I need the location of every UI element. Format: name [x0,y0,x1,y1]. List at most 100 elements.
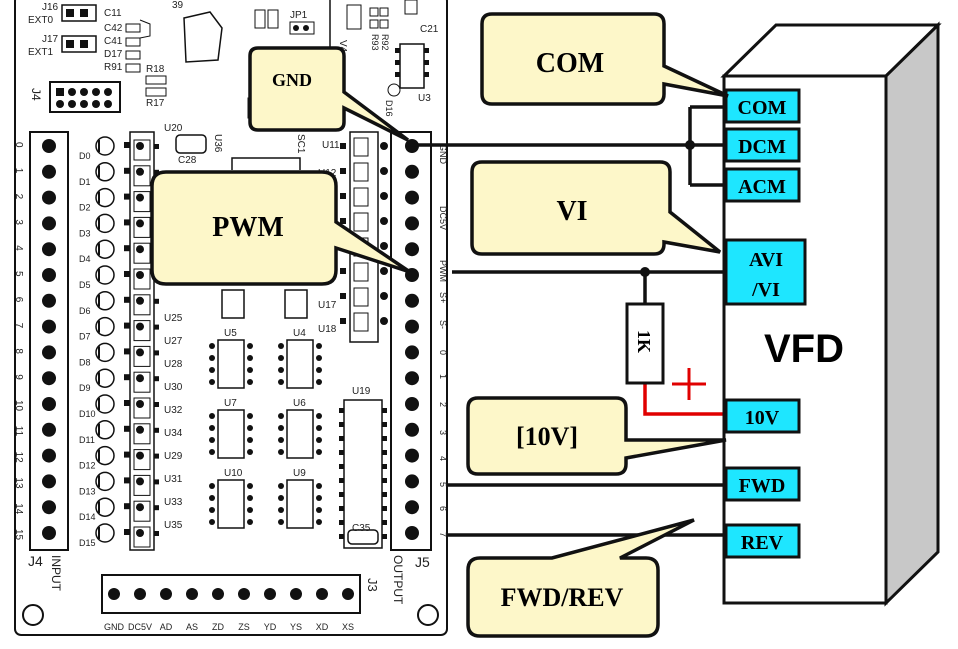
chip-body [133,320,151,342]
output-pin [405,190,419,205]
terminal-com: COM [724,88,801,124]
label-r17: R17 [146,98,165,109]
resistor-1k [625,302,665,385]
svg-text:REV: REV [741,532,784,554]
label-c42: C42 [104,23,123,34]
chip-body [133,449,151,471]
vfd-label: VFD [764,327,844,371]
j3-pin-label: ZD [212,622,224,632]
led [95,213,115,234]
j3-pin-label: XS [342,622,354,632]
chip-body [217,339,245,389]
led-label: D0 [79,151,91,161]
chip-label: U32 [164,405,183,416]
led [95,497,115,517]
led-label: D13 [79,486,96,496]
led [95,162,115,182]
led [95,316,115,337]
mount-hole [417,604,439,626]
input-pin [42,190,56,205]
terminal-avi: AVI /VI [724,238,807,306]
output-pin [405,448,419,463]
label-d16: D16 [384,100,394,117]
chip-label: U27 [164,336,183,347]
output-pin [405,319,419,334]
output-pin [405,242,419,257]
svg-text:ACM: ACM [738,176,786,198]
label-ext0: EXT0 [28,15,53,26]
svg-text:10V: 10V [745,407,780,429]
input-pin [42,526,56,540]
led-label: D6 [79,306,91,316]
chip-body [133,268,151,290]
output-pin [405,500,419,515]
led [95,291,115,311]
led [95,420,115,440]
chip-label: U31 [164,474,183,485]
led [95,471,115,492]
label-r91: R91 [104,62,123,73]
led-label: D11 [79,435,95,445]
label-j17: J17 [42,34,59,45]
chip-body [133,216,151,238]
led-label: D7 [79,332,91,342]
chip-body [133,526,151,548]
chip-body [133,500,151,522]
label-j4-top: J4 [29,88,43,101]
label-jp1: JP1 [290,10,308,21]
input-pin [42,319,56,334]
input-pin [42,164,56,179]
output-pin [405,216,419,231]
vfd-terminals: COM DCM ACM AVI /VI 10V FWD REV [724,88,807,559]
chip-label: U29 [164,451,183,462]
label-u19: U19 [352,386,371,397]
label-ext1: EXT1 [28,47,53,58]
input-pin-label: 9 [13,374,24,380]
chip-label: U20 [164,123,183,134]
label-j4: J4 [28,553,43,569]
led-label: D4 [79,254,91,264]
chip-body [133,345,151,367]
wire-resistor-10v [643,383,726,416]
j3-pin [212,588,224,600]
vfd-front [722,74,888,605]
led-label: D12 [79,461,96,471]
chip-body [286,339,314,389]
svg-text:DCM: DCM [738,136,786,158]
svg-text:PWM: PWM [212,212,284,243]
output-pin [405,371,419,386]
plus-sign [672,368,706,400]
led [95,342,115,363]
output-pin [405,526,419,540]
callout-gnd: GND [248,46,410,142]
output-pin-label: PWM [438,260,448,282]
chip-label: U33 [164,497,183,508]
mount-hole [22,604,44,626]
output-pin-label: 4 [438,456,448,461]
chip-body [133,397,151,419]
led-label: D3 [79,228,91,238]
label-j5: J5 [415,554,430,570]
chip-label: U5 [224,328,237,339]
output-header-j5 [390,131,432,551]
led-label: D2 [79,203,91,213]
chip-label: U7 [224,398,237,409]
callout-com: COM [480,12,729,106]
chip-label: U10 [224,468,243,479]
input-header-j4 [29,131,69,551]
led [95,265,115,285]
input-pin [42,293,56,308]
chip-body [133,242,151,264]
led-label: D14 [79,512,96,522]
input-pin [42,242,56,257]
output-pin [405,397,419,411]
input-pin-label: 4 [13,245,24,251]
input-pin [42,345,56,360]
output-pin-label: 5 [438,482,448,487]
chip-body [217,409,245,459]
label-r93: R93 [370,34,380,51]
chip-label: U11 [322,140,340,151]
